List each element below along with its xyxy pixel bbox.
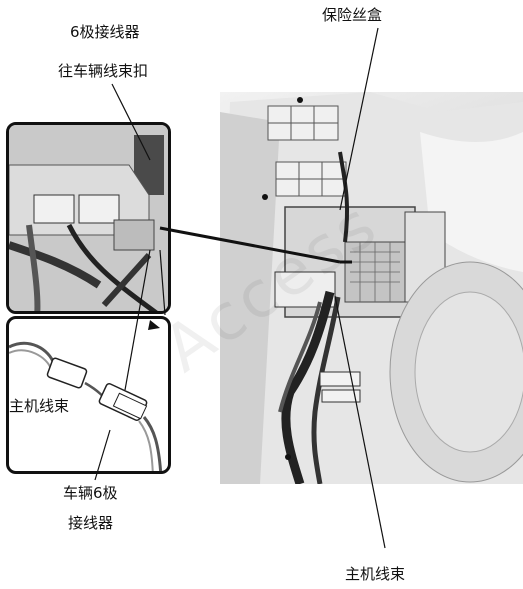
label-main-harness-left: 主机线束	[9, 397, 70, 415]
inset-schematic-drawing	[9, 341, 163, 471]
inset-wiring-schematic	[6, 316, 171, 474]
label-vehicle-6pin: 车辆6极	[63, 484, 118, 502]
label-main-harness-bottom: 主机线束	[345, 565, 406, 583]
label-to-vehicle-harness-clip: 往车辆线束扣	[58, 62, 149, 80]
inset-connector-closeup	[6, 122, 171, 314]
inset-closeup-drawing	[9, 125, 168, 311]
label-6pin-connector: 6极接线器	[70, 23, 140, 41]
label-connector: 接线器	[68, 514, 114, 532]
label-fuse-box: 保险丝盒	[322, 6, 383, 24]
